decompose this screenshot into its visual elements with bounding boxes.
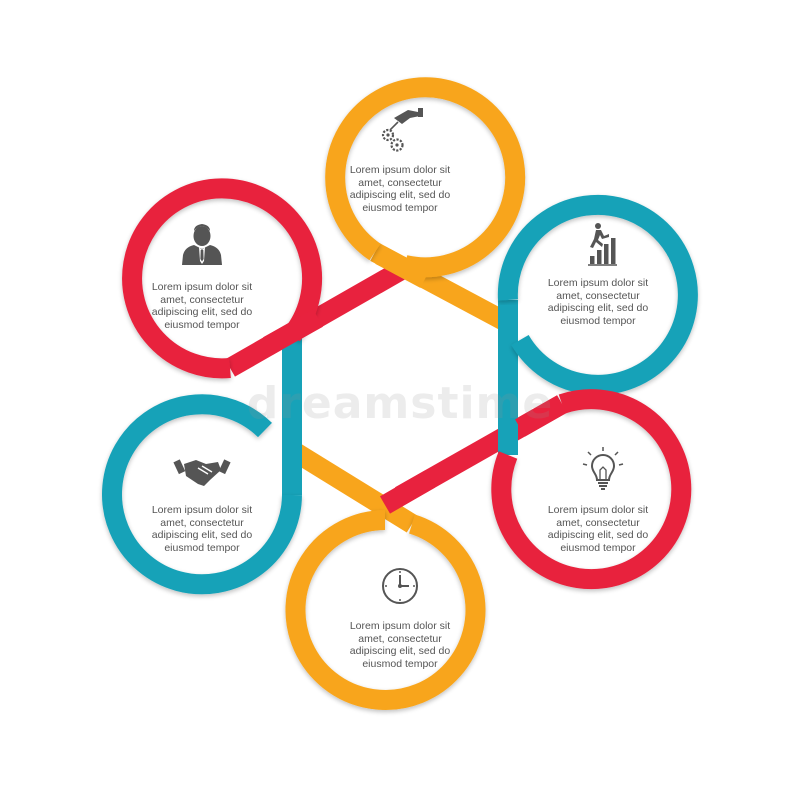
loop-lower-left [102,394,302,595]
lightbulb-icon [582,447,624,490]
businessman-icon [182,224,222,265]
orange-crossing-top [375,246,430,288]
handshake-icon [173,459,231,486]
growth-chart-runner-icon [588,223,617,266]
text-line: Lorem ipsum dolor sit [547,504,649,516]
orange-connector-lower [286,441,418,533]
text-line: adipiscing elit, sed do [349,645,451,658]
text-line: amet, consectetur [160,293,244,306]
red-crossing-left [263,309,323,355]
text-line: amet, consectetur [556,516,640,529]
text-line: adipiscing elit, sed do [349,189,451,202]
loop-upper-left [122,178,323,379]
text-line: amet, consectetur [358,632,442,645]
text-line: adipiscing elit, sed do [547,302,649,315]
text-line: Lorem ipsum dolor sit [349,620,451,632]
text-line: eiusmod tempor [362,657,438,670]
text-line: Lorem ipsum dolor sit [151,281,253,293]
text-line: eiusmod tempor [362,201,438,214]
node-text-lower-left: Lorem ipsum dolor sit amet, consectetur … [132,504,272,554]
clock-icon [382,568,418,604]
loop-bottom [285,510,486,710]
red-crossing-right [515,395,567,437]
text-line: amet, consectetur [160,516,244,529]
text-line: eiusmod tempor [560,314,636,327]
loop-top [325,77,526,278]
red-crossing-bottom [379,470,436,514]
text-line: adipiscing elit, sed do [151,529,253,542]
hand-gears-icon [381,108,423,152]
node-text-bottom: Lorem ipsum dolor sit amet, consectetur … [330,620,470,670]
loop-upper-right [497,194,698,395]
loop-lower-right [491,389,692,590]
node-text-top: Lorem ipsum dolor sit amet, consectetur … [330,164,470,214]
text-line: amet, consectetur [358,176,442,189]
text-line: amet, consectetur [556,289,640,302]
text-line: Lorem ipsum dolor sit [349,164,451,176]
node-text-upper-right: Lorem ipsum dolor sit amet, consectetur … [528,277,668,327]
text-line: adipiscing elit, sed do [151,306,253,319]
node-text-lower-right: Lorem ipsum dolor sit amet, consectetur … [528,504,668,554]
text-line: Lorem ipsum dolor sit [547,277,649,289]
text-line: eiusmod tempor [164,318,240,331]
text-line: Lorem ipsum dolor sit [151,504,253,516]
text-line: adipiscing elit, sed do [547,529,649,542]
text-line: eiusmod tempor [164,541,240,554]
text-line: eiusmod tempor [560,541,636,554]
node-text-upper-left: Lorem ipsum dolor sit amet, consectetur … [132,281,272,331]
